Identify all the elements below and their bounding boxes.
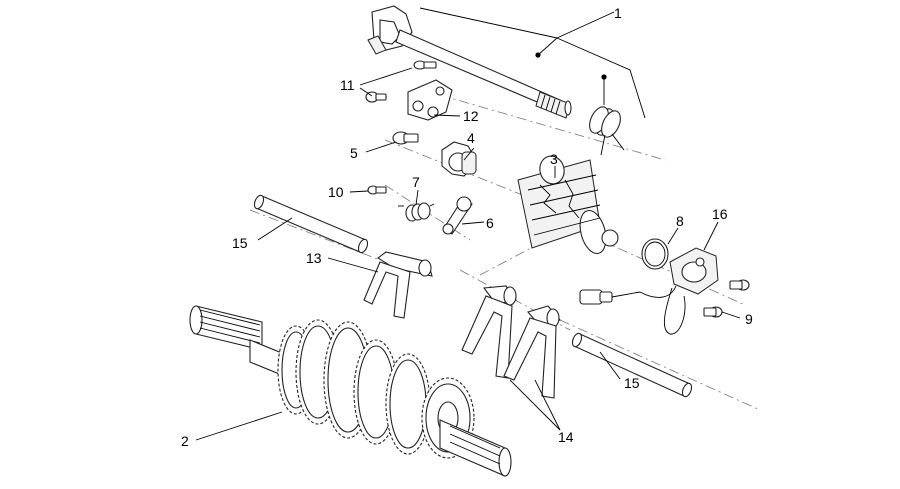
screw-10 <box>367 185 387 195</box>
selector-fork-14b <box>503 305 561 399</box>
axis-fork-rod-right <box>559 319 761 411</box>
axis-shaft <box>439 94 666 161</box>
pawl-plate <box>407 79 453 121</box>
screw-11-upper <box>413 60 437 70</box>
sensor-screw-lower <box>703 306 723 318</box>
spring <box>398 202 435 222</box>
axis-drum <box>384 139 561 211</box>
axis-sensor <box>599 239 746 306</box>
callout-10: 10 <box>328 184 344 200</box>
callout-13: 13 <box>306 250 322 266</box>
gearshift-shaft <box>367 5 572 119</box>
cam-follower <box>442 196 473 235</box>
callout-5: 5 <box>350 145 358 161</box>
callout-1: 1 <box>614 5 622 21</box>
callout-4: 4 <box>467 130 475 146</box>
callout-2: 2 <box>181 433 189 449</box>
callout-15-left: 15 <box>232 235 248 251</box>
callout-15-right: 15 <box>624 375 640 391</box>
torsion-spring <box>589 106 625 156</box>
selector-drum <box>517 155 619 255</box>
callout-14: 14 <box>558 429 574 445</box>
callout-16: 16 <box>712 206 728 222</box>
leader-lines <box>195 7 741 441</box>
callout-7: 7 <box>412 174 420 190</box>
selector-fork-13 <box>363 251 433 319</box>
callout-9: 9 <box>745 311 753 327</box>
gear-cluster <box>189 305 512 477</box>
callout-6: 6 <box>486 215 494 231</box>
callouts: 1 2 3 4 5 6 7 8 9 10 11 12 13 14 15 15 1… <box>181 5 753 449</box>
o-ring <box>641 238 669 270</box>
screw-11-lower <box>365 91 387 103</box>
axis-spring <box>384 184 471 241</box>
callout-3: 3 <box>550 151 558 167</box>
fork-rod-right <box>571 332 693 398</box>
gear-position-sensor <box>579 247 719 335</box>
callout-12: 12 <box>463 108 479 124</box>
sensor-screw-upper <box>729 279 750 291</box>
screw-5 <box>392 131 419 145</box>
selector-fork-14a <box>461 285 517 379</box>
axis-fork-rod-left <box>249 209 381 261</box>
callout-8: 8 <box>676 213 684 229</box>
callout-11: 11 <box>340 77 355 93</box>
fork-rod-left <box>253 194 369 254</box>
drum-star <box>441 141 477 177</box>
